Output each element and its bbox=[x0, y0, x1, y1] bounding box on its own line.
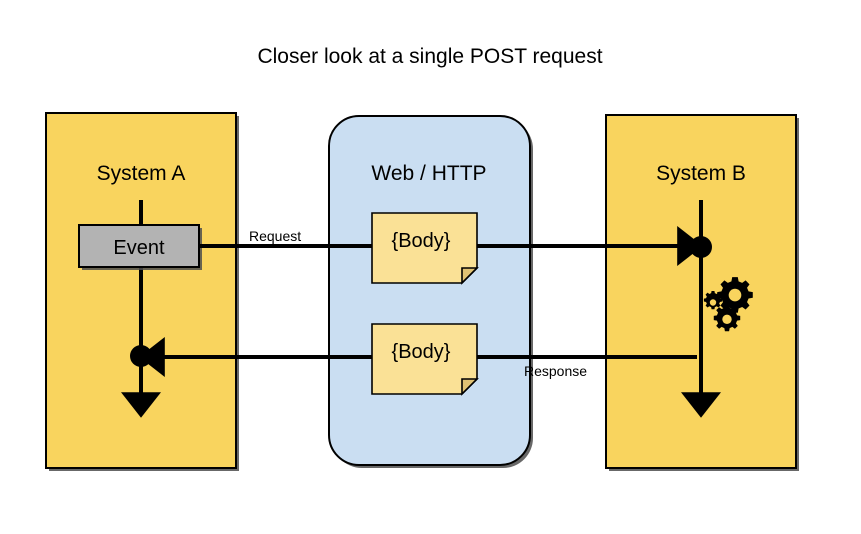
diagram-title: Closer look at a single POST request bbox=[257, 45, 602, 68]
request-body-note[interactable]: {Body} bbox=[371, 212, 479, 285]
system-b-label: System B bbox=[656, 162, 746, 185]
request-edge[interactable]: Request bbox=[199, 226, 703, 266]
request-body-label: {Body} bbox=[392, 230, 451, 252]
system-a-label: System A bbox=[97, 162, 186, 185]
response-edge-label: Response bbox=[524, 363, 587, 379]
system-a-junction-dot bbox=[130, 345, 152, 367]
request-edge-label: Request bbox=[249, 228, 301, 244]
response-body-label: {Body} bbox=[392, 341, 451, 363]
request-body-fold-icon bbox=[461, 267, 479, 285]
response-edge[interactable]: Response bbox=[139, 337, 697, 379]
gears-icon bbox=[703, 277, 753, 332]
event-box[interactable] bbox=[78, 224, 200, 268]
response-body-fold-icon bbox=[461, 378, 479, 396]
event-label: Event bbox=[113, 237, 165, 259]
lane-web-http[interactable]: Web / HTTP bbox=[328, 115, 533, 468]
system-b-junction-dot bbox=[690, 236, 712, 258]
response-body-note[interactable]: {Body} bbox=[371, 323, 479, 396]
event-node[interactable]: Event bbox=[78, 224, 202, 270]
web-http-label: Web / HTTP bbox=[371, 162, 486, 185]
